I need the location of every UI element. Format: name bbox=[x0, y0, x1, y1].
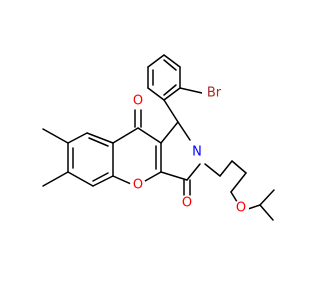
atom-label-br: Br bbox=[207, 86, 222, 101]
bond bbox=[230, 172, 247, 193]
bond bbox=[144, 171, 162, 182]
bond bbox=[147, 54, 165, 68]
c-br-bond bbox=[179, 87, 203, 94]
atom-label-o: O bbox=[133, 178, 143, 193]
pyrrolidinone-ring bbox=[160, 121, 201, 181]
bond bbox=[92, 175, 114, 187]
double-bond-inner bbox=[88, 137, 109, 147]
atom-o-ring: O bbox=[130, 177, 146, 193]
bond bbox=[163, 87, 181, 101]
bond bbox=[67, 171, 94, 187]
atom-label-o: O bbox=[133, 94, 143, 109]
atom-n: N bbox=[189, 144, 205, 160]
double-bond-inner bbox=[163, 59, 177, 71]
molecule-diagram: O O O N O Br bbox=[42, 54, 275, 221]
bond bbox=[204, 163, 221, 177]
bond bbox=[259, 189, 275, 206]
bond bbox=[177, 121, 191, 141]
isopropyl-group bbox=[244, 189, 275, 221]
bond bbox=[163, 54, 181, 68]
aryl-link-bond bbox=[163, 99, 179, 123]
bond bbox=[67, 132, 88, 144]
atom-label-n: N bbox=[192, 145, 202, 160]
bond bbox=[231, 160, 247, 174]
bond bbox=[112, 175, 132, 185]
atom-o-lactam: O bbox=[179, 195, 195, 211]
bromophenyl-ring bbox=[147, 54, 181, 101]
double-bond-inner bbox=[163, 84, 177, 96]
bond bbox=[186, 163, 201, 181]
methyl-bond-upper bbox=[42, 128, 69, 144]
bond bbox=[137, 127, 162, 144]
benzene-ring-left bbox=[67, 132, 114, 187]
atom-label-o: O bbox=[236, 201, 246, 216]
double-bond-inner bbox=[92, 172, 109, 182]
structure-canvas: O O O N O Br bbox=[42, 54, 275, 221]
methyl-bond-lower bbox=[42, 171, 69, 187]
atom-o-ether: O bbox=[233, 200, 249, 216]
propoxy-chain bbox=[204, 160, 247, 206]
bond bbox=[160, 121, 179, 144]
atom-br: Br bbox=[202, 85, 224, 101]
bond bbox=[160, 171, 188, 181]
bond bbox=[219, 160, 233, 177]
bond bbox=[112, 127, 139, 144]
pyranone-ring bbox=[112, 127, 162, 185]
bond bbox=[147, 87, 165, 101]
bond bbox=[259, 204, 274, 221]
atom-o-ketone: O bbox=[130, 93, 146, 109]
bond bbox=[86, 132, 114, 144]
atom-label-o: O bbox=[182, 196, 192, 211]
